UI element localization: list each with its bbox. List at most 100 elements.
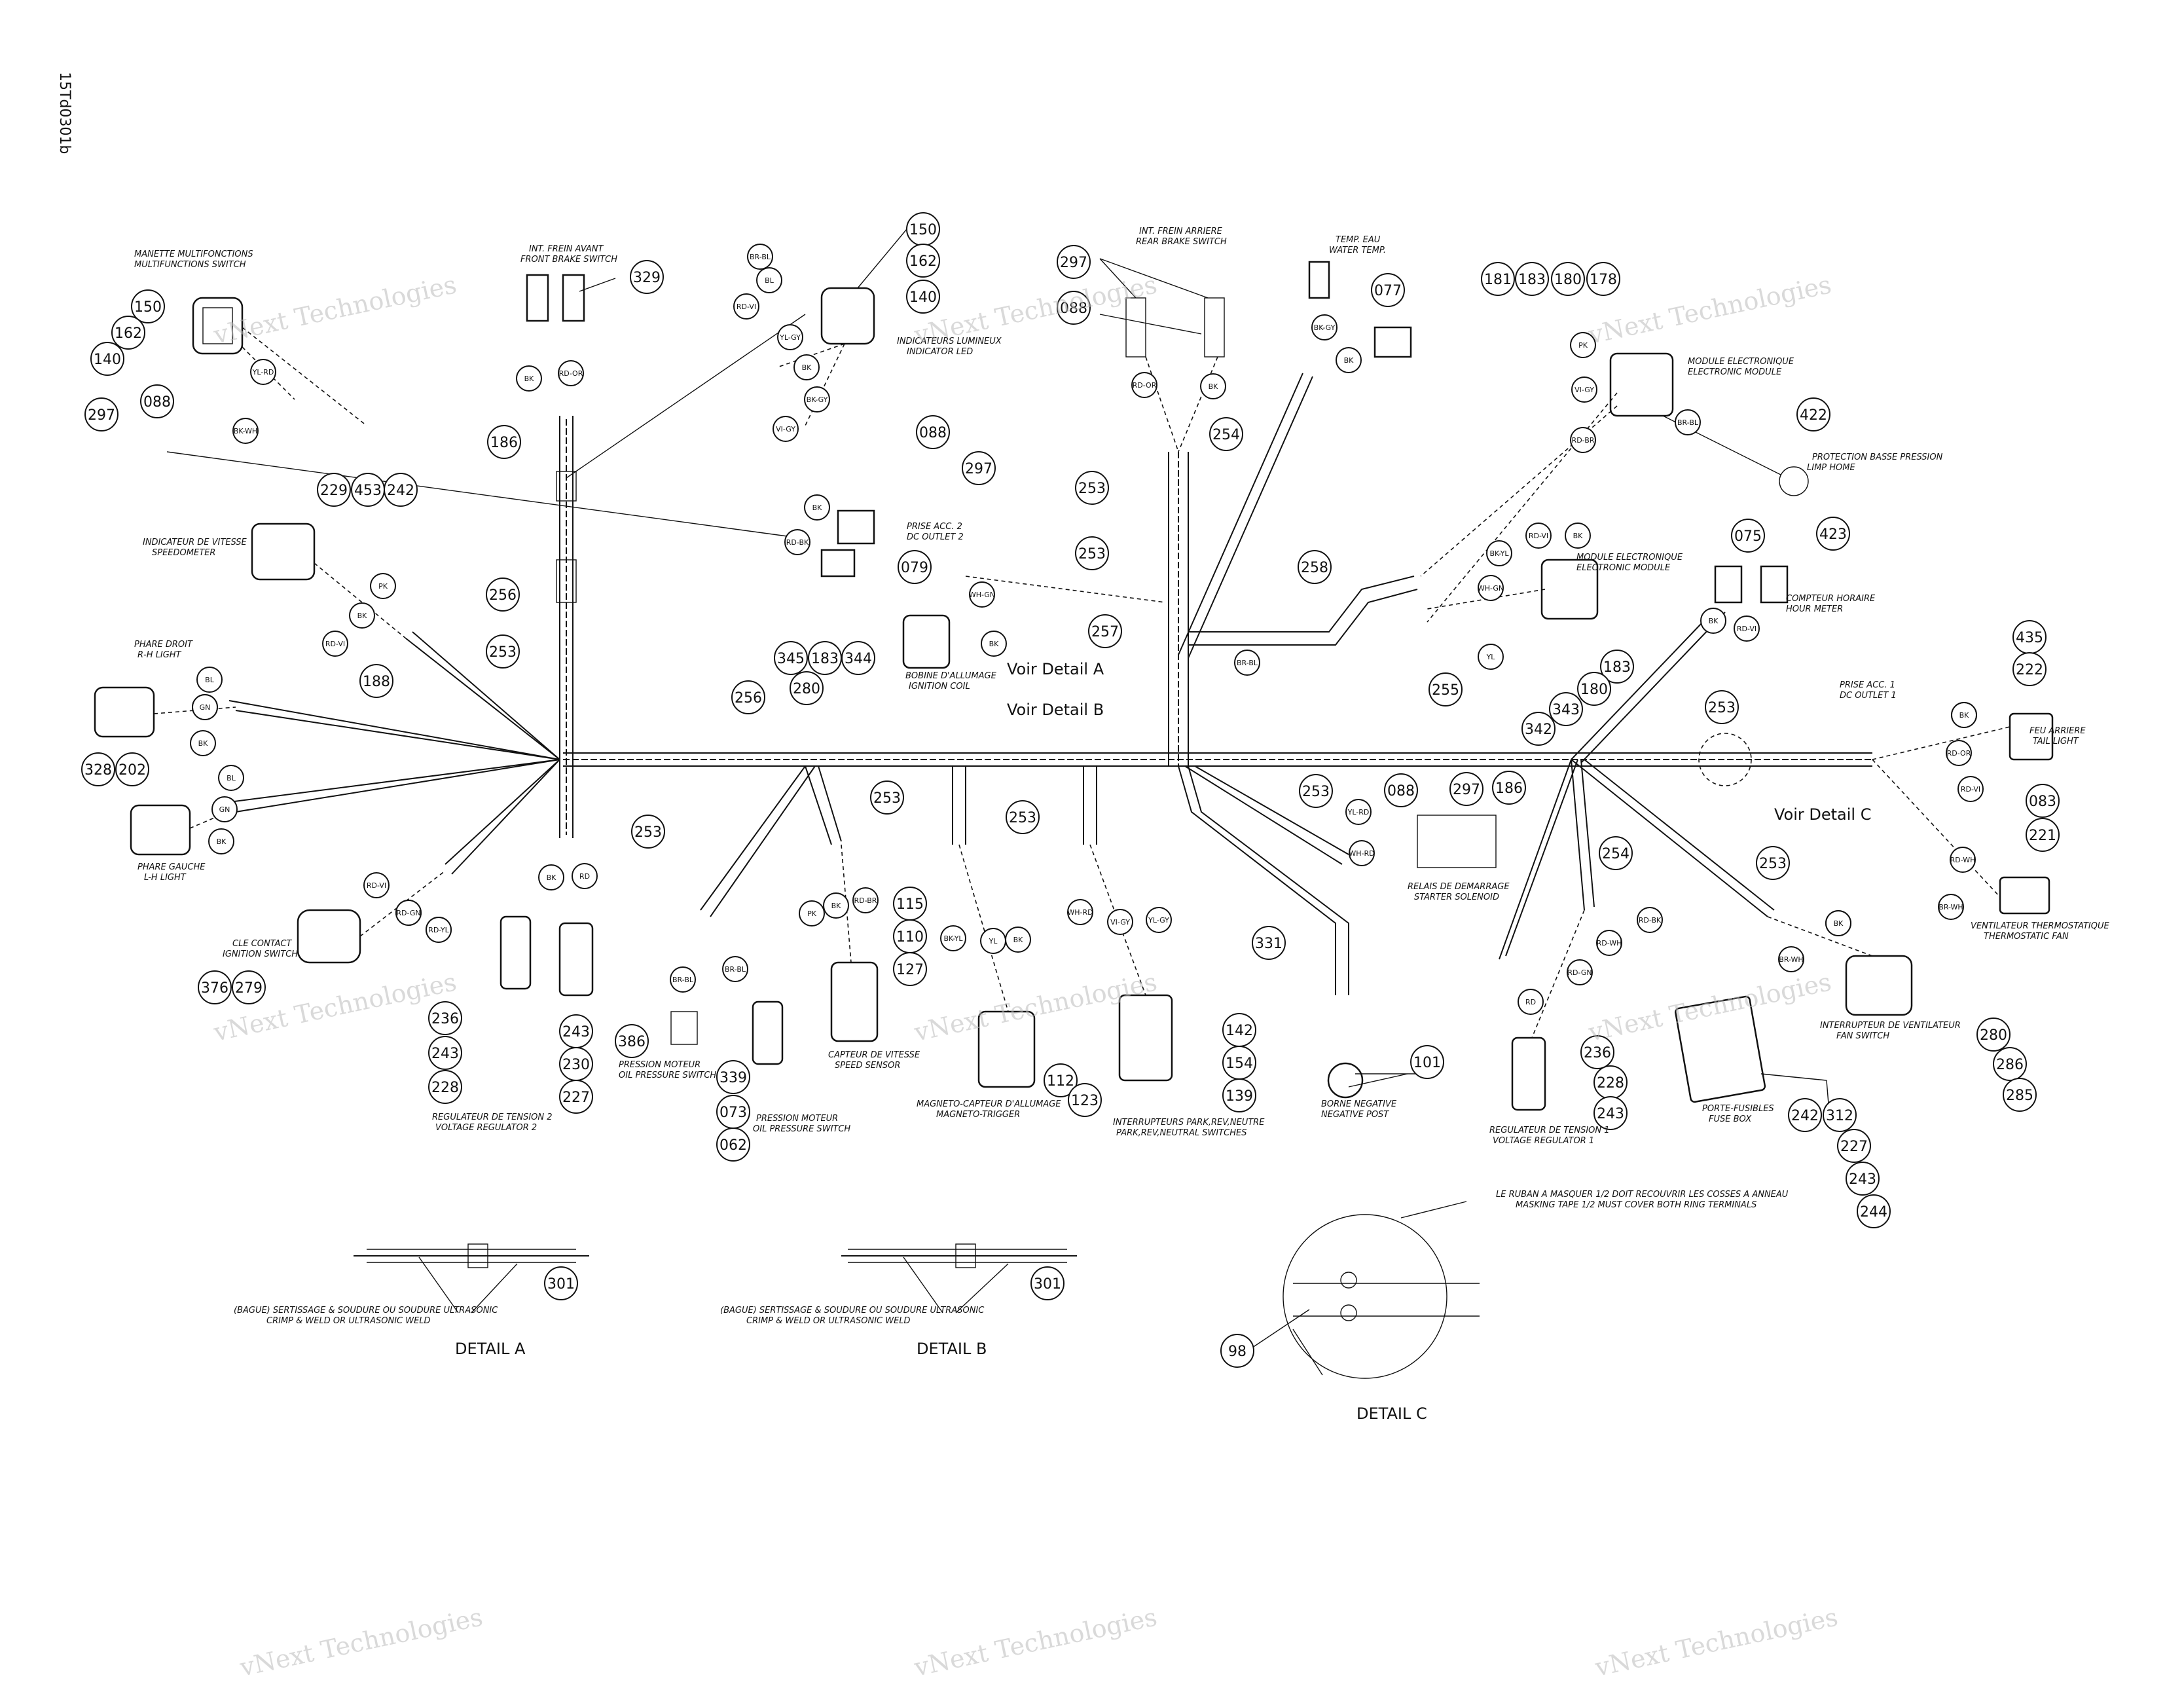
callout-number: 186 bbox=[1495, 780, 1523, 797]
watermark: vNext Technologies bbox=[237, 1602, 485, 1682]
callout-number: 243 bbox=[1849, 1171, 1876, 1188]
wire-tag-w24: BK bbox=[981, 631, 1007, 657]
callout-circle bbox=[962, 451, 996, 485]
callout-circle bbox=[198, 970, 232, 1004]
callout-number: 183 bbox=[1603, 659, 1631, 676]
callout-number: 183 bbox=[811, 651, 839, 667]
label-coil-fr: BOBINE D'ALLUMAGE bbox=[905, 671, 997, 681]
wire-tag-circle bbox=[1478, 575, 1504, 601]
wire-color-code: BL bbox=[765, 276, 774, 285]
callout-number: 279 bbox=[235, 980, 263, 997]
callout-c253c: 253 bbox=[1705, 690, 1739, 724]
wire-tag-circle bbox=[969, 581, 995, 608]
wire-tag-circle bbox=[1486, 540, 1512, 566]
callout-c280a: 280 bbox=[790, 671, 824, 705]
wire-tag-circle bbox=[1734, 615, 1760, 642]
callout-circle bbox=[111, 316, 145, 350]
callout-circle bbox=[1252, 926, 1286, 960]
callout-c101: 101 bbox=[1410, 1045, 1444, 1079]
wire-color-code: VI-GY bbox=[1574, 386, 1594, 394]
callout-circle bbox=[1371, 273, 1405, 307]
callout-number: 088 bbox=[1060, 301, 1087, 317]
wire-tag-w21: BK bbox=[349, 602, 375, 629]
wire-color-code: RD bbox=[579, 872, 590, 881]
wire-tag-w56: BK-YL bbox=[940, 925, 966, 951]
label-crimp-a-en: CRIMP & WELD OR ULTRASONIC WELD bbox=[266, 1316, 431, 1326]
wire-tag-circle bbox=[1234, 650, 1260, 676]
label-neg-en: NEGATIVE POST bbox=[1321, 1110, 1389, 1120]
callout-c254b: 254 bbox=[1599, 836, 1633, 870]
wire-tag-circle bbox=[1067, 899, 1093, 925]
callout-number: 154 bbox=[1226, 1055, 1253, 1072]
wire-color-code: YL bbox=[989, 937, 998, 945]
watermark: vNext Technologies bbox=[211, 270, 459, 350]
wire-tag-circle bbox=[1336, 347, 1362, 373]
callout-circle bbox=[1006, 800, 1040, 834]
label-dc2-fr: PRISE ACC. 2 bbox=[907, 522, 962, 532]
callout-number: 181 bbox=[1484, 272, 1512, 288]
callout-c256b: 256 bbox=[731, 680, 765, 714]
wire-color-code: RD-VI bbox=[367, 881, 386, 890]
wire-tag-w13: BK bbox=[1336, 347, 1362, 373]
wire-tag-w32: RD-VI bbox=[1734, 615, 1760, 642]
wire-tag-circle bbox=[426, 917, 452, 943]
callout-c088b: 088 bbox=[916, 415, 950, 449]
callout-circle bbox=[1220, 1334, 1254, 1368]
wire-color-code: RD-BR bbox=[1572, 436, 1595, 445]
callout-number: 256 bbox=[489, 587, 517, 604]
wire-tag-circle bbox=[756, 267, 782, 293]
callout-circle bbox=[790, 671, 824, 705]
label-vr1-en: VOLTAGE REGULATOR 1 bbox=[1493, 1136, 1594, 1146]
callout-c162b: 162 bbox=[906, 244, 940, 278]
callout-number: 188 bbox=[363, 674, 390, 690]
detail-c-title: DETAIL C bbox=[1356, 1404, 1427, 1423]
callout-c331: 331 bbox=[1252, 926, 1286, 960]
wire-color-code: WH-GN bbox=[969, 591, 995, 599]
wire-tag-circle bbox=[395, 900, 422, 926]
label-crimp-b-en: CRIMP & WELD OR ULTRASONIC WELD bbox=[746, 1316, 911, 1326]
wire-tag-w50: RD bbox=[572, 863, 598, 889]
wire-tag-w22: RD-VI bbox=[322, 631, 348, 657]
callout-circle bbox=[1044, 1063, 1078, 1097]
label-rear-brake-en: REAR BRAKE SWITCH bbox=[1136, 237, 1227, 247]
wire-tag-circle bbox=[799, 900, 825, 927]
callout-number: 140 bbox=[909, 289, 937, 306]
wire-tag-circle bbox=[190, 730, 216, 756]
callout-c139: 139 bbox=[1222, 1078, 1256, 1112]
wire-tag-circle bbox=[572, 863, 598, 889]
wire-color-code: RD-VI bbox=[325, 640, 345, 648]
callout-c180a: 180 bbox=[1551, 262, 1585, 296]
label-limp-fr: PROTECTION BASSE PRESSION bbox=[1812, 452, 1943, 462]
callout-circle bbox=[1549, 692, 1583, 726]
callout-c088d: 088 bbox=[1384, 773, 1418, 807]
callout-c077: 077 bbox=[1371, 273, 1405, 307]
label-fanswitch-en: FAN SWITCH bbox=[1836, 1031, 1889, 1041]
label-hour-fr: COMPTEUR HORAIRE bbox=[1786, 594, 1876, 604]
callout-c150a: 150 bbox=[131, 289, 165, 323]
wire-tag-w65: RD-GN bbox=[1567, 959, 1593, 985]
callout-c376: 376 bbox=[198, 970, 232, 1004]
callout-number: 253 bbox=[1009, 810, 1036, 826]
wire-tag-circle bbox=[1951, 702, 1977, 728]
wire-tag-w61: YL-GY bbox=[1146, 907, 1172, 933]
callout-c301a: 301 bbox=[544, 1266, 578, 1300]
callout-circle bbox=[1993, 1047, 2027, 1081]
wire-tag-circle bbox=[784, 529, 810, 555]
callout-number: 236 bbox=[431, 1011, 459, 1027]
wire-tag-circle bbox=[1570, 332, 1596, 358]
wire-tag-circle bbox=[196, 667, 223, 693]
callout-c183b: 183 bbox=[808, 641, 842, 675]
connectors bbox=[94, 261, 2054, 1111]
wire-tag-w8: BK-GY bbox=[804, 386, 830, 413]
callout-c242a: 242 bbox=[384, 473, 418, 507]
wire-color-code: RD-OR bbox=[559, 369, 583, 378]
label-ecm1-fr: MODULE ELECTRONIQUE bbox=[1688, 357, 1794, 367]
callout-circle bbox=[870, 780, 904, 815]
callout-c186a: 186 bbox=[487, 425, 521, 459]
wire-color-code: BK-GY bbox=[1314, 323, 1336, 332]
wire-tag-w28: BK-YL bbox=[1486, 540, 1512, 566]
callout-circle bbox=[1580, 1035, 1614, 1069]
callout-circle bbox=[906, 280, 940, 314]
wire-color-code: RD-BK bbox=[1639, 916, 1662, 925]
